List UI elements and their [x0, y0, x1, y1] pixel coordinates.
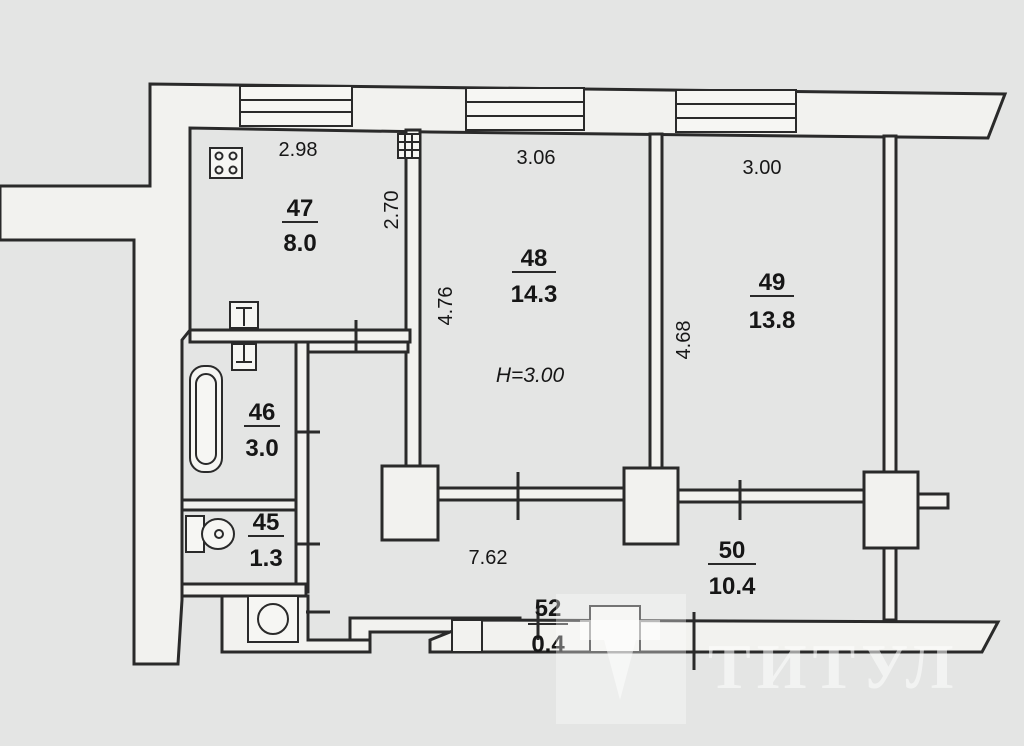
ventilation-icon	[397, 133, 421, 159]
dim-room49-width: 3.00	[743, 157, 782, 179]
room-45-label: 45 1.3	[248, 509, 284, 572]
dim-kitchen-depth: 2.70	[381, 191, 403, 230]
dim-room49-depth: 4.68	[673, 321, 695, 360]
room-49-area: 13.8	[749, 307, 796, 334]
room-47-label: 47 8.0	[282, 195, 318, 257]
bathtub-icon	[189, 365, 223, 473]
dim-room48-width: 3.06	[517, 147, 556, 169]
room-46-label: 46 3.0	[244, 399, 280, 462]
room-49-label: 49 13.8	[749, 269, 796, 334]
room-47-area: 8.0	[283, 230, 316, 257]
dim-corridor-length: 7.62	[469, 547, 508, 569]
room-48-number: 48	[521, 245, 548, 272]
window-2	[465, 87, 585, 131]
room-47-number: 47	[287, 195, 314, 222]
toilet-icon	[185, 515, 235, 553]
room-50-label: 50 10.4	[708, 537, 756, 600]
room-45-number: 45	[253, 509, 280, 536]
partitions	[180, 128, 1001, 654]
room-49-number: 49	[759, 269, 786, 296]
room-46-number: 46	[249, 399, 276, 426]
window-3	[675, 89, 797, 133]
watermark: ТИТУЛ	[556, 594, 959, 724]
stove-icon	[209, 147, 243, 179]
room-50-number: 50	[719, 537, 746, 564]
room-52-label: 52 0.4	[528, 595, 568, 658]
washer-icon	[247, 595, 299, 643]
room-50-area: 10.4	[709, 573, 756, 600]
room-52-area: 0.4	[531, 631, 565, 658]
outer-walls	[0, 82, 1008, 666]
room-46-area: 3.0	[245, 435, 278, 462]
room-52-number: 52	[535, 595, 562, 622]
room-48-label: 48 14.3	[511, 245, 558, 308]
sink-icon	[229, 301, 259, 371]
dim-kitchen-width: 2.98	[279, 139, 318, 161]
room-45-area: 1.3	[249, 545, 282, 572]
ceiling-height-note: H=3.00	[496, 364, 565, 387]
room-48-area: 14.3	[511, 281, 558, 308]
dim-room48-depth: 4.76	[435, 287, 457, 326]
window-1	[239, 85, 353, 127]
watermark-text: ТИТУЛ	[708, 631, 959, 702]
